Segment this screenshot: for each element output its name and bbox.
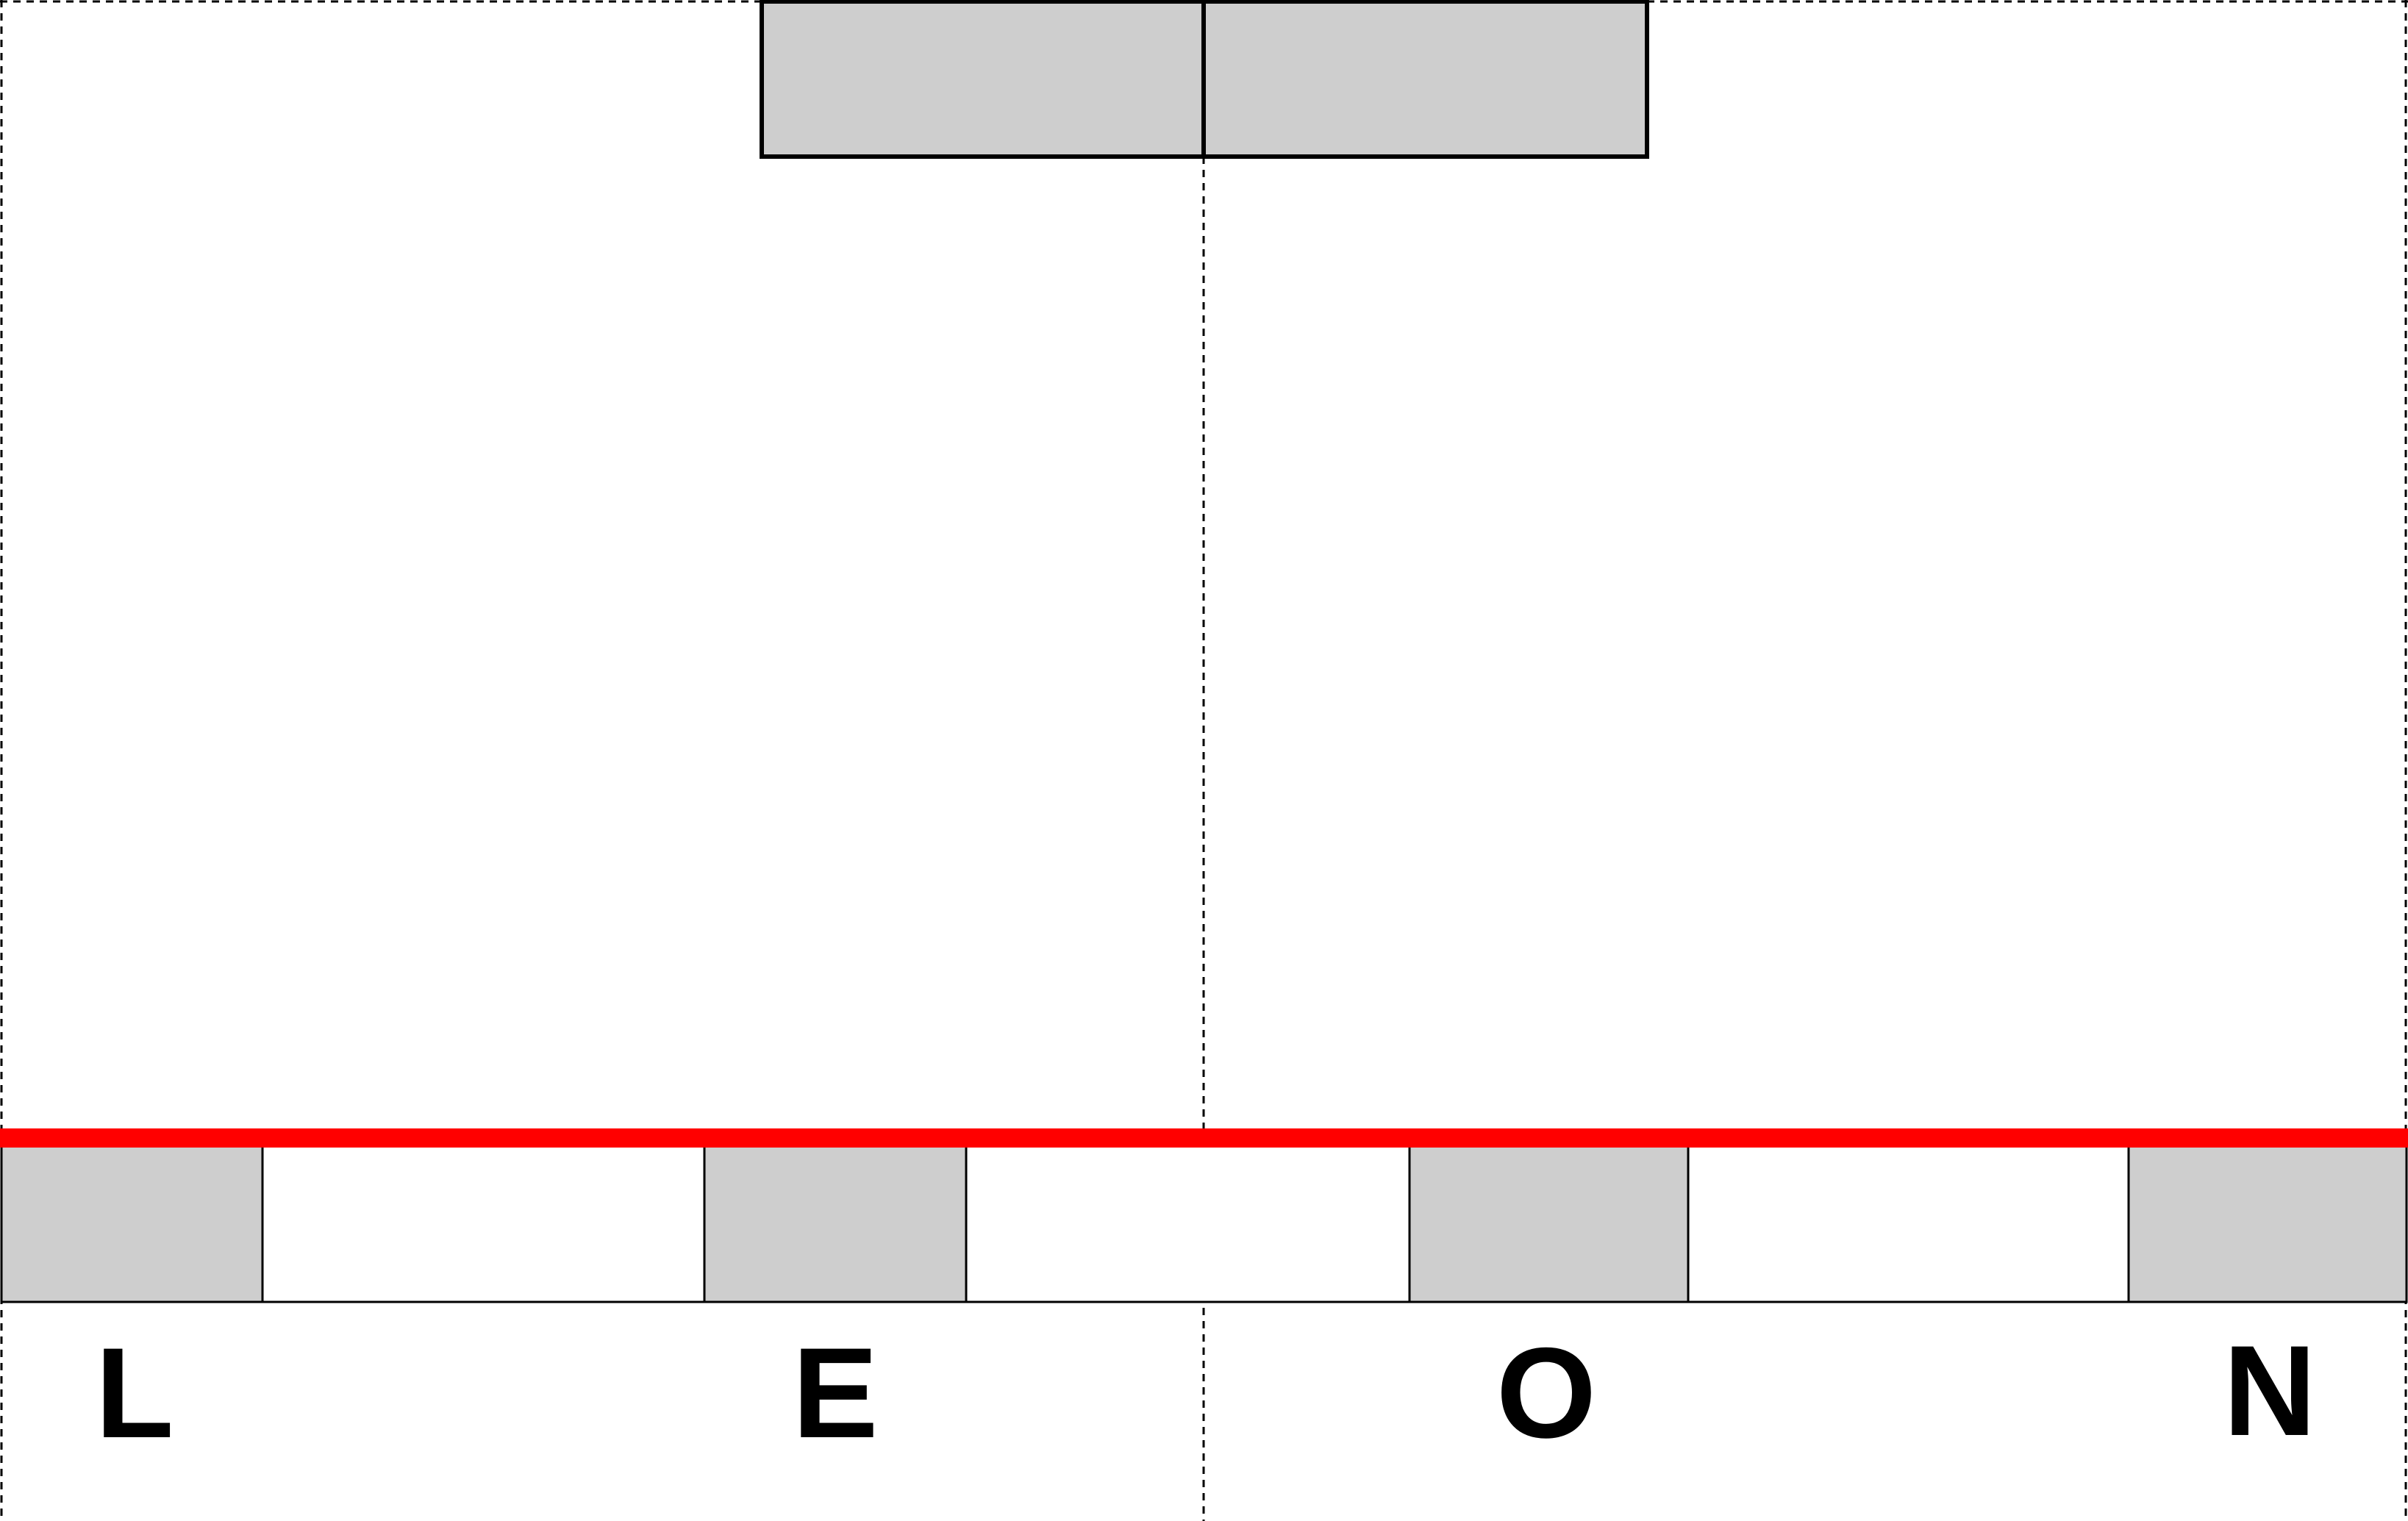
strip-cell-6 — [1687, 1137, 2130, 1303]
strip-cell-1 — [0, 1137, 264, 1303]
strip-cell-2 — [261, 1137, 706, 1303]
letter-3: O — [1496, 1322, 1596, 1465]
letter-1: L — [96, 1322, 174, 1465]
top-panel-right — [1201, 0, 1649, 159]
strip-cell-7 — [2127, 1137, 2408, 1303]
letters: L E O N — [96, 1320, 2317, 1465]
top-panels — [760, 0, 1649, 159]
top-panel-left — [760, 0, 1206, 159]
strip-cell-5 — [1408, 1137, 1690, 1303]
strip-cell-4 — [965, 1137, 1411, 1303]
bottom-strip — [0, 1137, 2408, 1303]
letter-2: E — [793, 1322, 879, 1465]
letter-4: N — [2223, 1320, 2316, 1463]
strip-cell-3 — [703, 1137, 968, 1303]
